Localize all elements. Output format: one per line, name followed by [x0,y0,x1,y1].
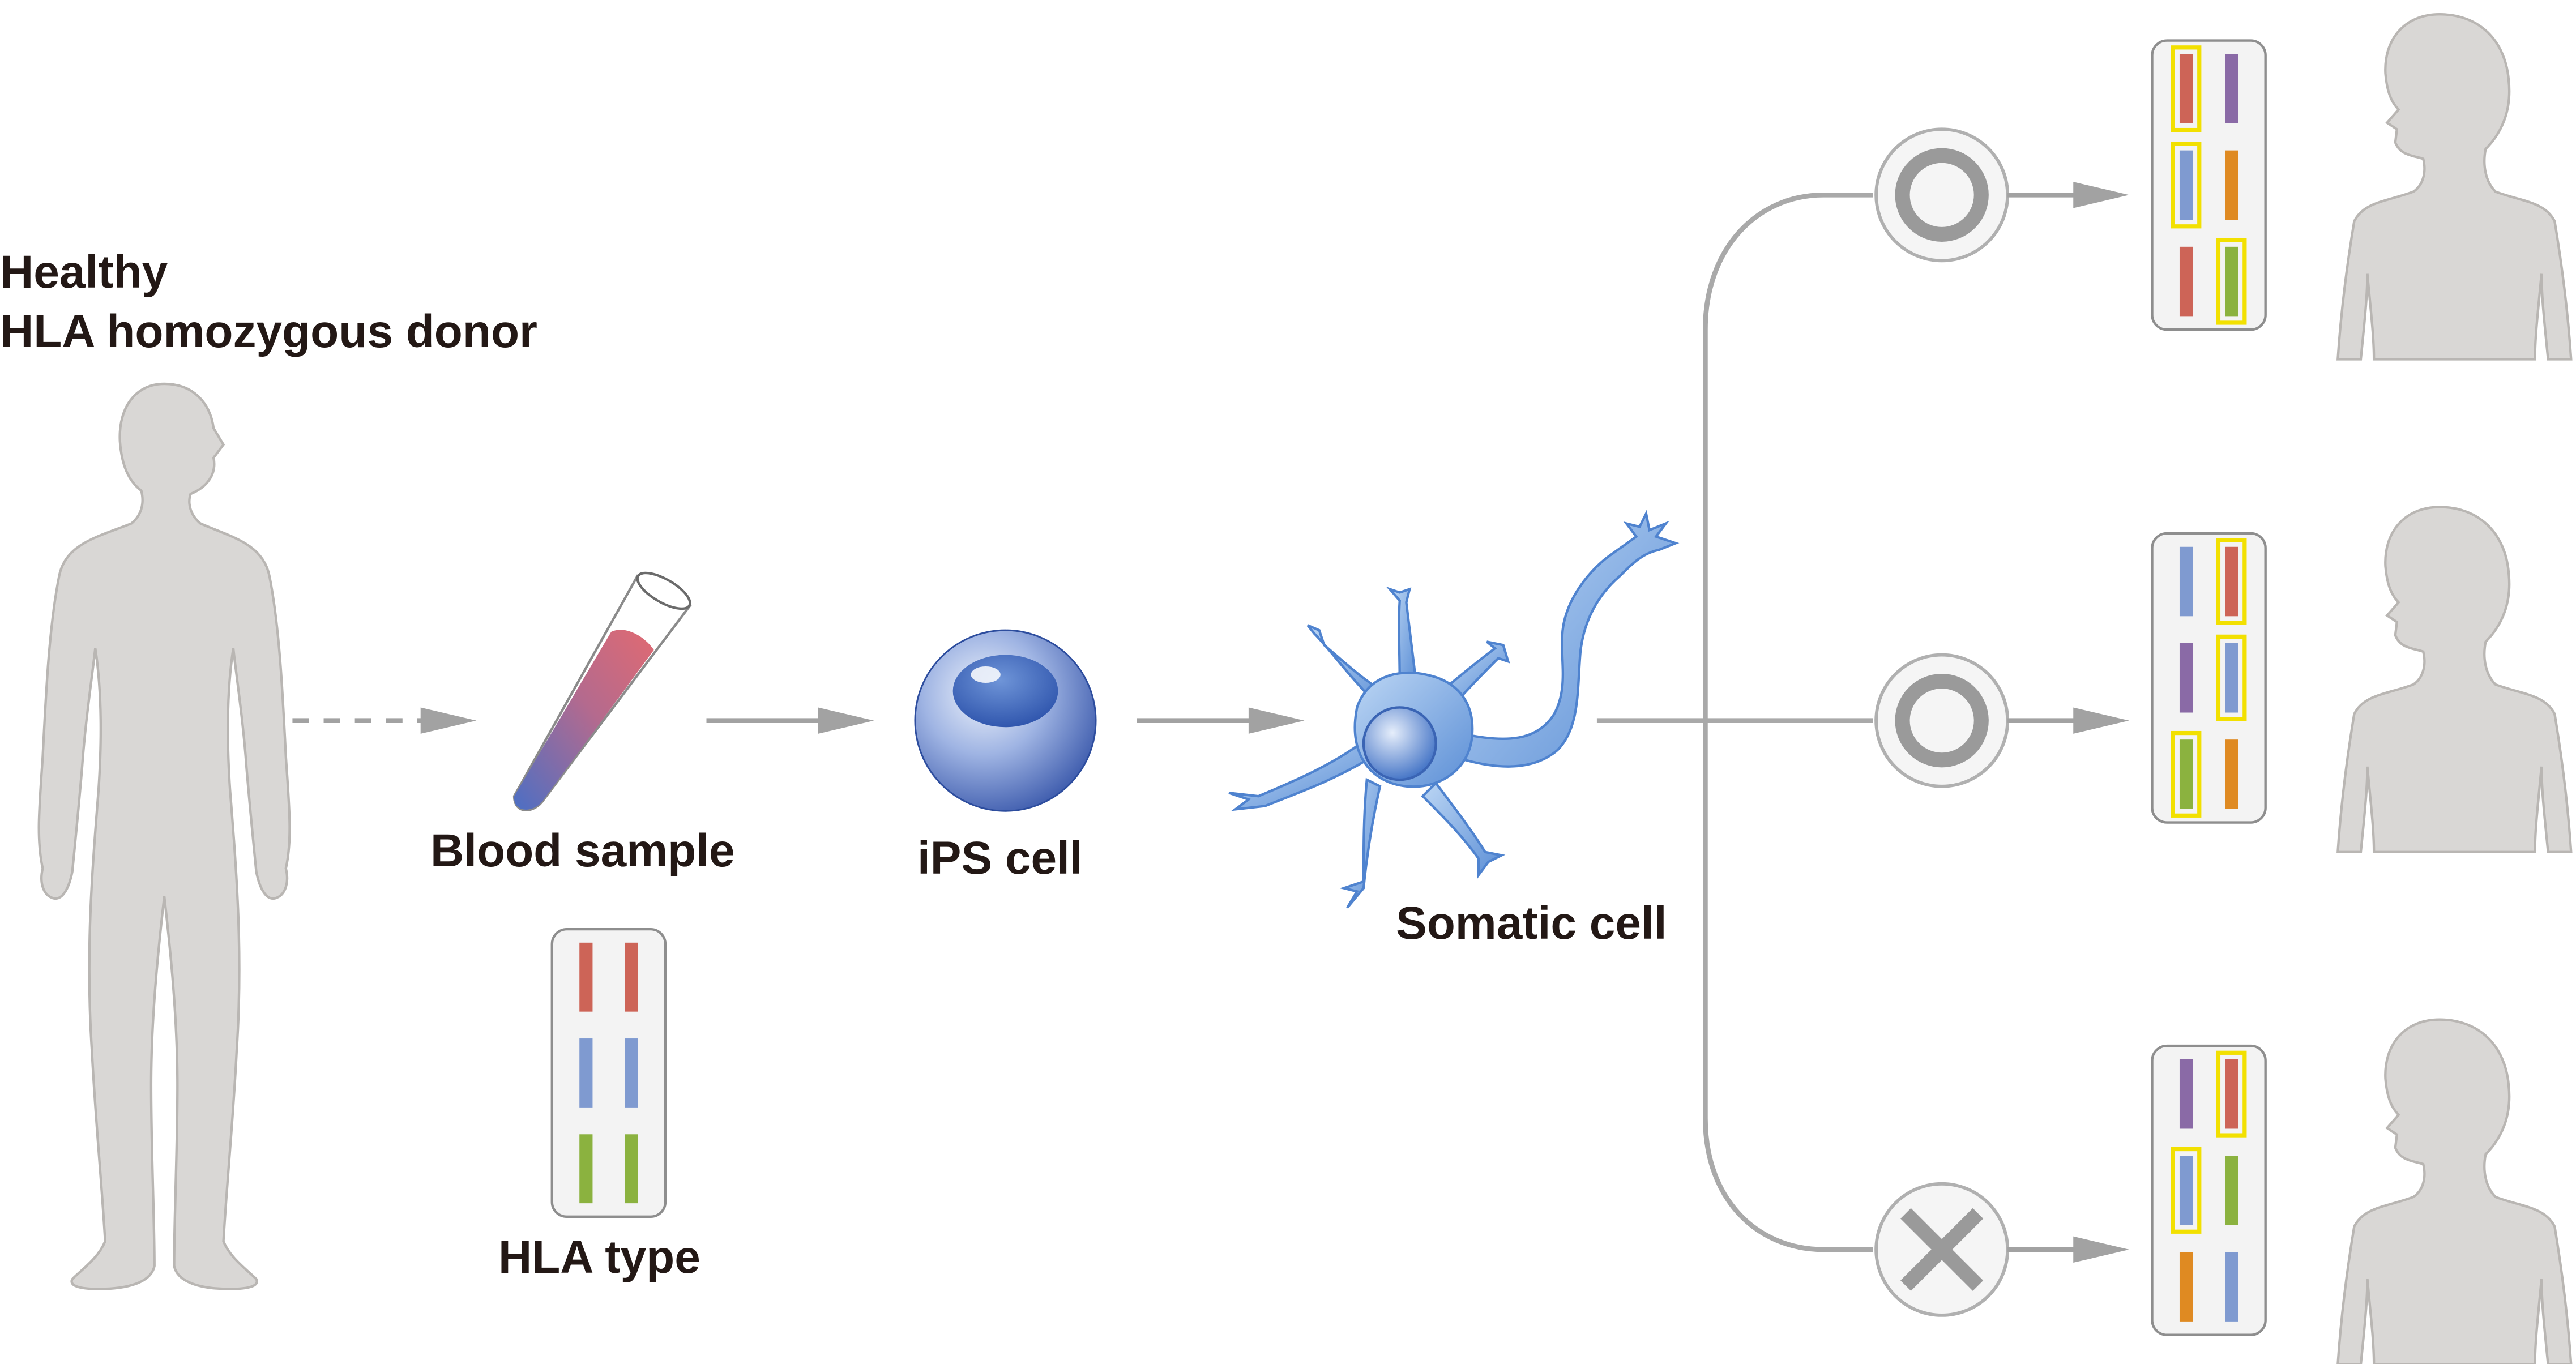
somatic-cell-neuron-icon [1228,510,1680,909]
arrows-to-recipients [2007,182,2129,1263]
hla-type-label: HLA type [498,1232,700,1283]
hla-allele-bar [2179,54,2193,123]
recipient-3-hla-panel-frame [2151,1044,2267,1336]
hla-allele-bar [2225,1252,2238,1322]
branch-lines [1596,192,1873,1252]
hla-match-highlight [2216,634,2247,721]
hla-allele-bar [2179,739,2193,809]
hla-match-highlight [2171,142,2202,229]
hla-allele-bar [579,942,593,1012]
donor-hla-panel [550,927,667,1218]
donor-label-line1: Healthy [0,246,168,298]
hla-allele-bar [2179,246,2193,317]
hla-allele-bar [2179,1156,2193,1225]
dashed-arrow [292,707,477,734]
hla-match-highlight [2171,1147,2202,1234]
somatic-cell-label: Somatic cell [1396,897,1667,949]
hla-allele-bar [2225,150,2238,220]
recipient-2-hla-panel [2151,532,2267,824]
hla-allele-bar [2225,1059,2238,1129]
hla-allele-bar [2225,739,2238,809]
match-circle-icon-2 [1874,653,2010,788]
hla-allele-bar [2179,150,2193,220]
hla-allele-bar [579,1038,593,1108]
donor-label-line2: HLA homozygous donor [0,306,537,357]
hla-allele-bar [2225,54,2238,123]
hla-match-highlight [2171,45,2202,132]
recipient-1-hla-panel-frame [2151,39,2267,331]
hla-allele-bar [2179,1252,2193,1322]
hla-match-highlight [2171,730,2202,818]
hla-allele-bar [2179,1059,2193,1129]
hla-allele-bar [2225,1156,2238,1225]
recipient-1-hla-panel [2151,39,2267,331]
ips-cell-label: iPS cell [917,832,1083,884]
blood-tube-icon [512,571,692,811]
mismatch-cross-icon [1874,1182,2010,1317]
hla-allele-bar [2225,643,2238,713]
hla-allele-bar [625,1134,638,1204]
hla-match-highlight [2216,238,2247,325]
donor-hla-panel-frame [550,927,667,1218]
hla-allele-bar [2179,643,2193,713]
recipient-figures [2336,13,2573,1364]
match-circle-icon-1 [1874,127,2010,263]
hla-panels [550,39,2267,1336]
ips-cell-icon [914,629,1097,812]
donor-figure [37,382,291,1290]
arrow-to-somatic [1137,707,1305,734]
hla-allele-bar [625,942,638,1012]
recipient-bust-3 [2336,1018,2573,1364]
hla-allele-bar [579,1134,593,1204]
hla-match-highlight [2216,1050,2247,1138]
hla-match-highlight [2216,538,2247,625]
hla-allele-bar [2179,546,2193,617]
hla-allele-bar [625,1038,638,1108]
recipient-2-hla-panel-frame [2151,532,2267,824]
recipient-bust-2 [2336,506,2573,853]
recipient-3-hla-panel [2151,1044,2267,1336]
recipient-bust-1 [2336,13,2573,361]
arrow-to-ips [706,707,874,734]
hla-allele-bar [2225,546,2238,617]
blood-sample-label: Blood sample [430,825,735,876]
hla-allele-bar [2225,246,2238,317]
